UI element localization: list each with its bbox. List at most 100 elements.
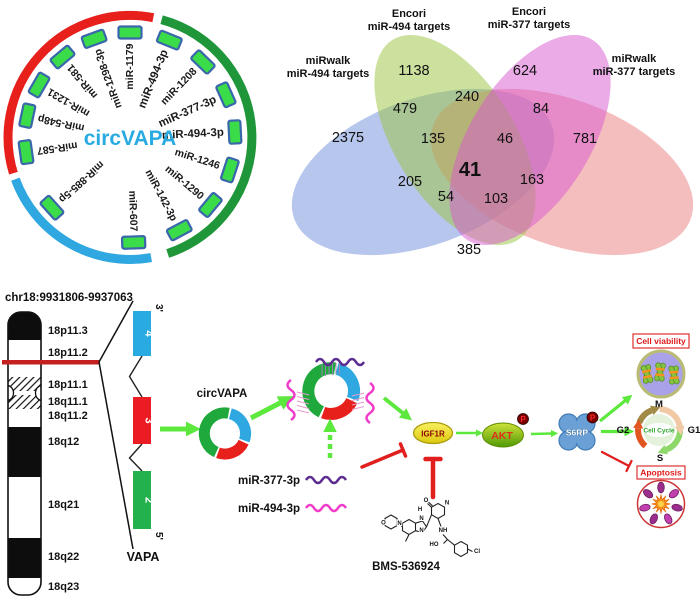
- akt-phospho-badge: [517, 413, 529, 425]
- five-prime-label: 5': [153, 532, 164, 540]
- chromosome-glyph: [654, 362, 666, 382]
- inhibit-head-mir: [398, 442, 408, 458]
- morpholine-ring: [384, 514, 398, 530]
- bound-mir-377-strand: [314, 357, 366, 367]
- bound-mir-494-strand-right: [365, 381, 375, 425]
- venn-count: 54: [438, 189, 454, 205]
- bond-1: [396, 523, 403, 527]
- circvapa-small-label: circVAPA: [197, 388, 248, 400]
- mechanism-panel: circVAPA: [160, 357, 375, 515]
- venn-count: 41: [459, 159, 481, 181]
- atom-label: H: [418, 507, 422, 513]
- bms-structure: [384, 501, 473, 558]
- apoptotic-body: [668, 489, 679, 499]
- mir-377-wave: [304, 475, 348, 485]
- band-labels: 18p11.318p11.218p11.118q11.118q11.218q12…: [48, 325, 88, 593]
- s6rp-phospho-label: P: [590, 414, 596, 423]
- band-label: 18q11.1: [48, 396, 88, 408]
- vapa-gene-label: VAPA: [127, 550, 160, 564]
- cycle-phase-label: G1: [688, 425, 700, 436]
- atom-label: Cl: [474, 549, 480, 555]
- s6rp-label: S6RP: [566, 428, 589, 438]
- basepair-ticks-top: [321, 363, 340, 376]
- viability-box: [632, 333, 690, 349]
- inhibit-head-apoptosis: [625, 459, 633, 473]
- akt-node: [482, 422, 524, 448]
- apoptosis-label: Apoptosis: [640, 468, 682, 478]
- mirna-marker: [17, 139, 35, 166]
- exon-2-number: 2: [143, 497, 155, 503]
- linker-bonds: [442, 534, 455, 546]
- intron-zigzag-1: [128, 355, 143, 398]
- exon-3: [133, 397, 151, 444]
- inhibit-line-mir: [360, 448, 405, 469]
- mirna-marker: [117, 25, 143, 40]
- chlorophenyl-ring: [453, 540, 469, 558]
- fan-line-bottom: [98, 361, 134, 550]
- mirna-label: miR-1179: [124, 43, 136, 89]
- s6rp-phospho-badge: [586, 411, 599, 424]
- arrow-s6rp-to-viability: [598, 394, 633, 423]
- genomic-panel: chr18:9931806-9937063 18p11.318p11.218p1…: [2, 292, 164, 596]
- exon-4: [133, 311, 151, 356]
- atom-label: NH: [439, 528, 448, 534]
- s6rp-node: [558, 413, 596, 451]
- chromosome-band: [8, 538, 41, 578]
- venn-count: 84: [533, 101, 549, 117]
- cycle-center-oval: [645, 423, 673, 437]
- venn-set-label: Encori: [392, 8, 426, 20]
- venn-set-label: miRwalk: [306, 55, 352, 67]
- atom-label: O: [424, 498, 429, 504]
- drug-inhibits-igf1r: [423, 456, 443, 500]
- mirna-marker: [49, 44, 76, 70]
- venn-set-label: miR-377 targets: [593, 66, 676, 78]
- s6rp-inhibits-apoptosis: [600, 450, 633, 473]
- band-label: 18p11.2: [48, 347, 88, 359]
- chromosome-glyph: [668, 365, 680, 385]
- mirna-marker: [190, 49, 216, 75]
- basepair-ticks-right: [351, 392, 365, 410]
- mirna-marker: [227, 119, 243, 145]
- atom-label: N: [445, 501, 449, 507]
- venn-count: 479: [393, 101, 417, 117]
- viability-cell: [636, 349, 686, 399]
- s6rp-node-center: [566, 421, 588, 443]
- chromosome-bands: [8, 312, 41, 578]
- centromere-notch-left: [8, 384, 15, 402]
- apoptosis-star-core: [658, 501, 664, 507]
- band-label: 18q21: [48, 499, 79, 511]
- apoptotic-body: [671, 503, 683, 512]
- band-label: 18p11.3: [48, 325, 88, 337]
- venn-count: 2375: [332, 130, 364, 146]
- apoptotic-cell: [636, 479, 686, 529]
- bound-mir-494-strand-left: [286, 378, 296, 422]
- ketone-bond: [427, 501, 433, 508]
- venn-count: 1138: [398, 63, 429, 79]
- igf1r-node: [412, 421, 454, 445]
- apoptotic-body: [657, 481, 665, 494]
- locus-red-line: [2, 360, 99, 365]
- circvapa-center-label: circVAPA: [84, 127, 177, 150]
- exon-2: [133, 471, 151, 529]
- chromosome-band: [8, 395, 41, 409]
- band-label: 18q23: [48, 581, 79, 593]
- sponge-ring-green: [302, 362, 336, 418]
- cycle-head-red: [633, 419, 644, 429]
- band-label: 18q22: [48, 551, 79, 563]
- venn-count: 205: [398, 174, 422, 190]
- band-label: 18q11.2: [48, 410, 88, 422]
- apoptotic-body: [639, 503, 651, 512]
- bond-2: [425, 514, 433, 528]
- mir-494-label: miR-494-3p: [238, 503, 300, 515]
- signaling-panel: IGF1R AKT P S6RP P Cell viability: [360, 333, 700, 573]
- mirna-marker: [155, 29, 183, 51]
- venn-count: 781: [573, 131, 597, 147]
- atom-label: O: [381, 521, 386, 527]
- bond-3: [437, 518, 442, 527]
- sponge-ring-red: [321, 397, 358, 420]
